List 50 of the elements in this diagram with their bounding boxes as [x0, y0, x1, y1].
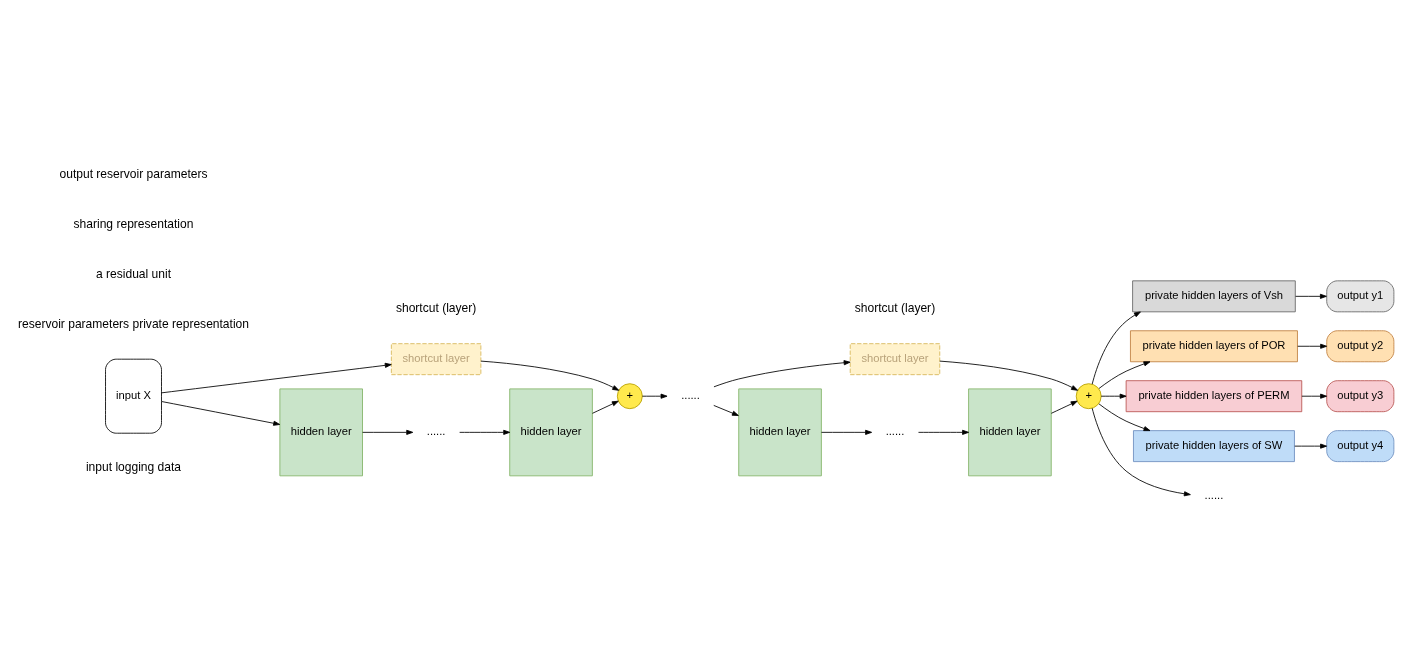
node-circle: + [1075, 382, 1102, 409]
node-box: shortcut layer [849, 342, 941, 375]
node-box: hidden layer [509, 387, 593, 476]
arrow [1098, 360, 1151, 389]
label: reservoir parameters private representation [18, 316, 250, 331]
arrow [1050, 400, 1078, 414]
label: output reservoir parameters [59, 166, 208, 181]
arrow [1091, 407, 1191, 496]
node-box: output y3 [1326, 379, 1395, 412]
arrow [713, 404, 739, 416]
node-label: shortcut (layer) [854, 300, 936, 315]
node-label: shortcut (layer) [395, 300, 477, 315]
node-text: ...... [885, 424, 905, 437]
node-box: hidden layer [968, 387, 1052, 476]
arrow [459, 429, 511, 435]
arrow [1091, 310, 1141, 385]
arrow [161, 400, 281, 426]
node-box: private hidden layers of PERM [1125, 379, 1303, 412]
arrow [592, 400, 619, 414]
node-box: hidden layer [279, 387, 363, 476]
node-box: output y2 [1326, 329, 1395, 362]
arrow [918, 429, 969, 435]
node-text: ...... [681, 388, 700, 401]
node-circle: + [616, 382, 643, 409]
node-text: ...... [1204, 488, 1224, 501]
arrow [161, 362, 392, 393]
arrow [641, 393, 668, 399]
arrow [1294, 443, 1328, 449]
node-box: private hidden layers of POR [1130, 329, 1298, 362]
node-box: input X [105, 358, 162, 434]
arrow [1098, 402, 1151, 431]
node-box: shortcut layer [390, 342, 482, 375]
arrow [939, 360, 1079, 391]
node-box: output y4 [1326, 429, 1395, 462]
node-box: hidden layer [738, 387, 822, 476]
node-text: ...... [426, 424, 446, 437]
node-label: input logging data [85, 459, 182, 474]
arrow [1301, 393, 1328, 399]
node-box: private hidden layers of SW [1133, 429, 1295, 462]
node-box: private hidden layers of Vsh [1132, 279, 1296, 312]
arrow [1100, 393, 1127, 399]
arrow [362, 429, 414, 435]
arrow [1297, 343, 1328, 349]
node-box: output y1 [1326, 279, 1395, 312]
arrow [1295, 293, 1327, 299]
arrow [713, 359, 851, 387]
arrow [821, 429, 873, 435]
label: sharing representation [73, 216, 194, 231]
arrow [480, 360, 620, 391]
label: a residual unit [96, 266, 172, 281]
